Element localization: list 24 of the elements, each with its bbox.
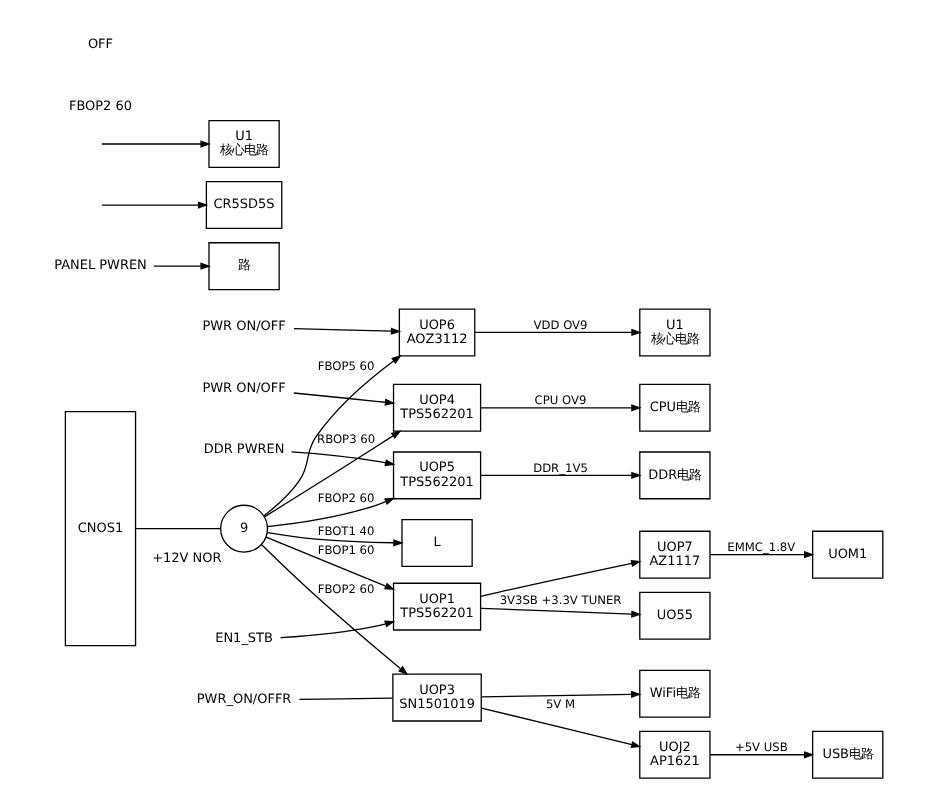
arrow	[479, 559, 641, 597]
arrow	[262, 354, 401, 517]
arrow	[479, 404, 641, 412]
arrow	[479, 607, 641, 618]
arrow	[266, 531, 403, 547]
arrow	[708, 551, 814, 559]
arrow	[292, 392, 395, 406]
arrow	[479, 471, 641, 479]
arrow	[278, 620, 395, 639]
arrow	[262, 430, 401, 518]
connector	[134, 528, 221, 530]
arrow	[265, 497, 395, 528]
connector	[297, 697, 393, 701]
arrow	[289, 451, 395, 467]
arrow	[479, 690, 641, 699]
arrow	[292, 327, 401, 335]
arrow	[708, 751, 814, 759]
arrow	[100, 140, 210, 148]
arrow	[100, 201, 208, 209]
arrow	[259, 543, 408, 676]
arrow	[473, 328, 641, 337]
arrow	[152, 262, 210, 270]
arrow	[264, 536, 395, 590]
arrow	[479, 707, 641, 749]
